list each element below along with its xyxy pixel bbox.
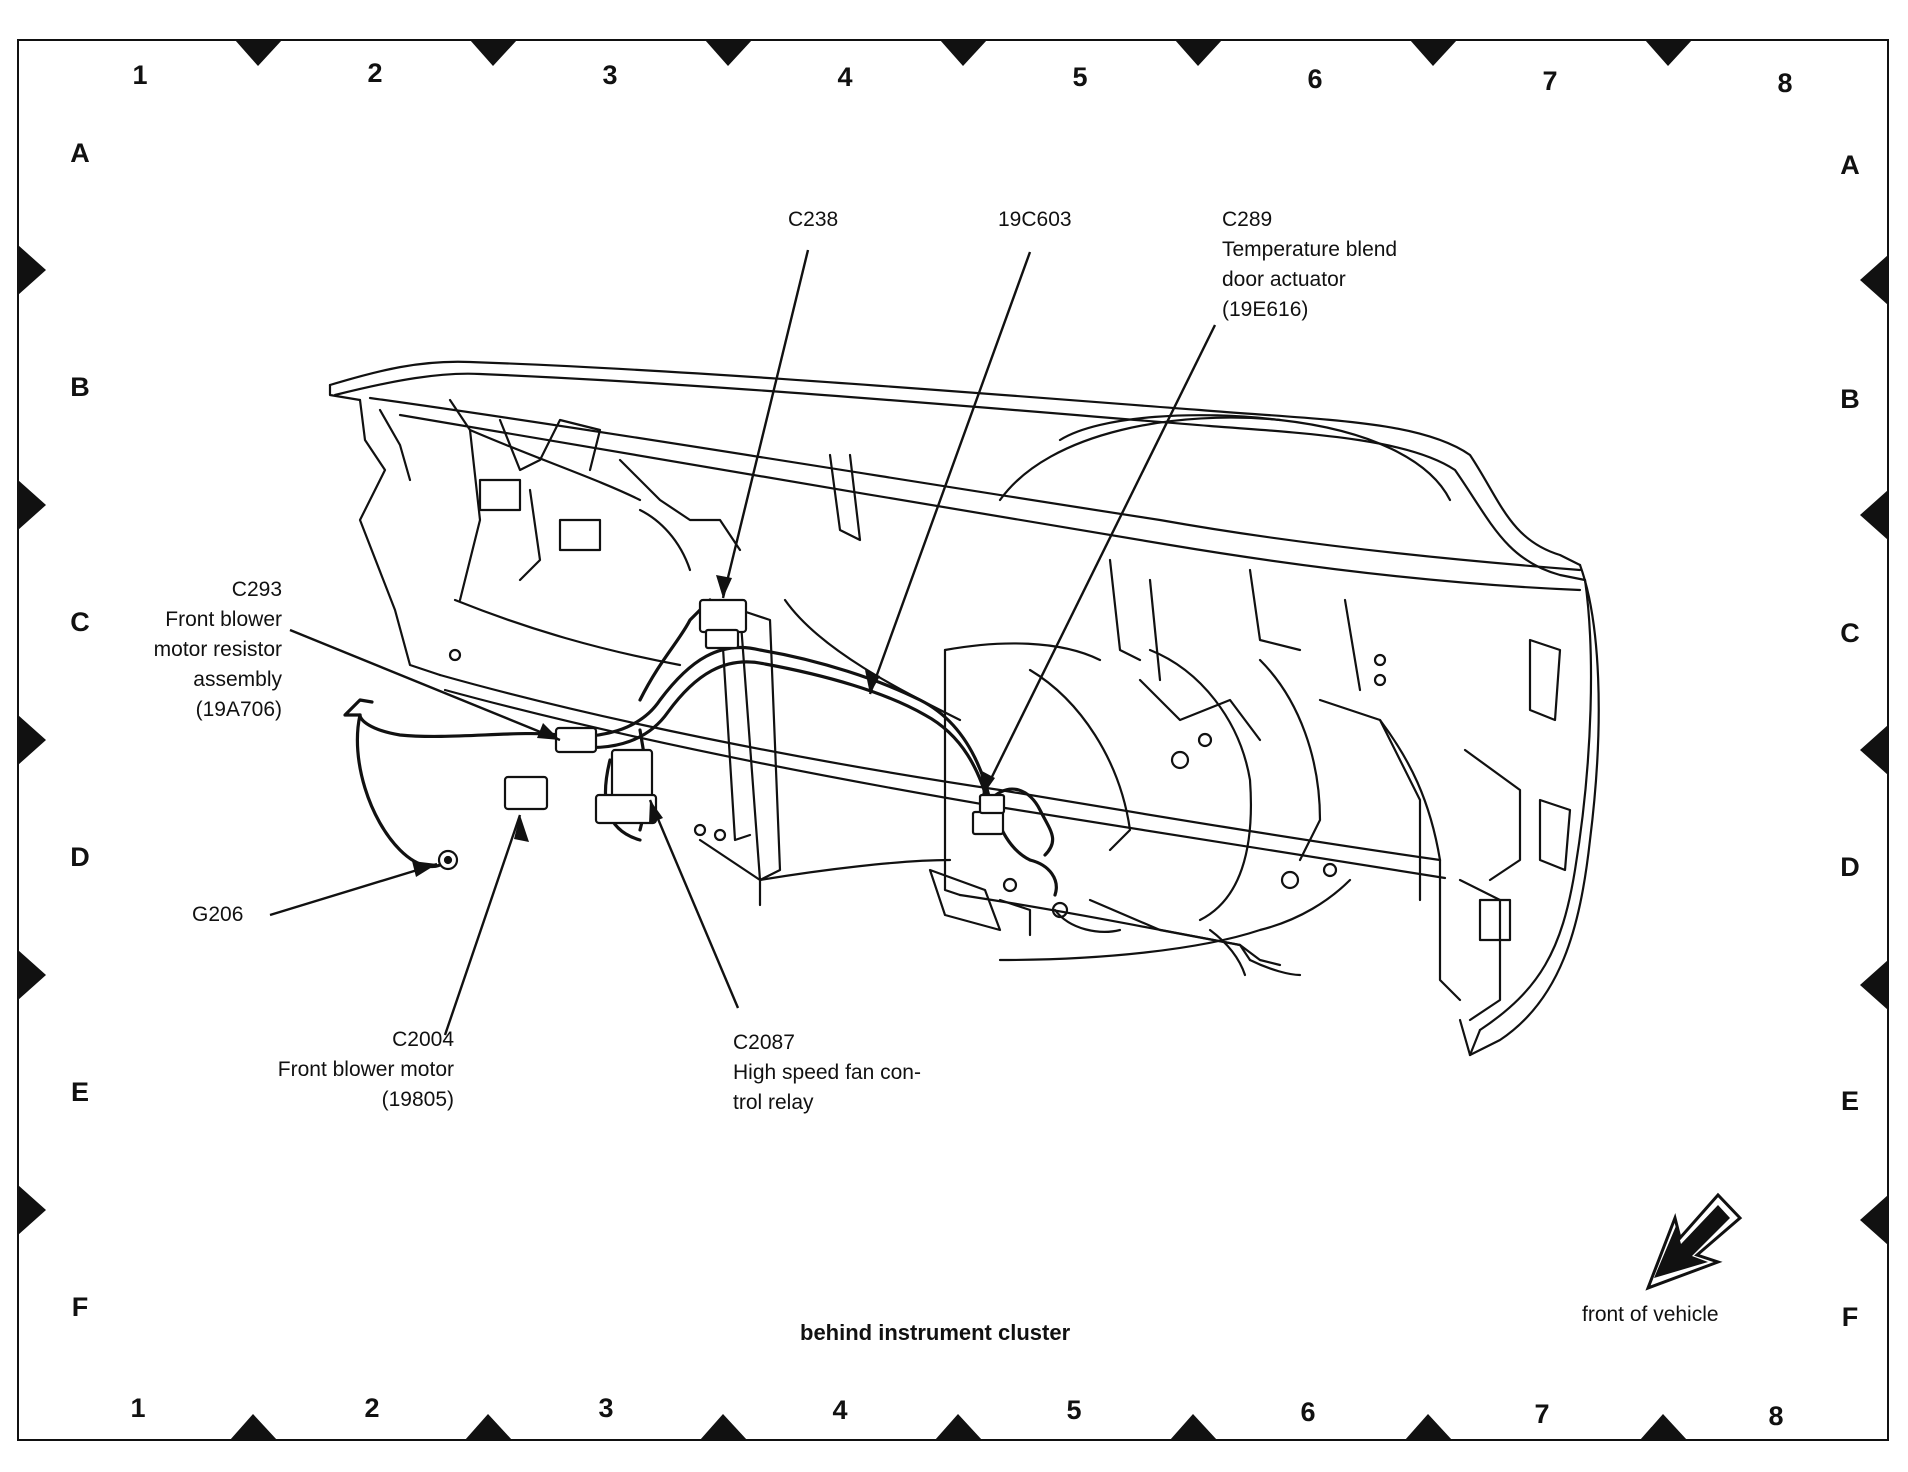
- grid-row-e-right: E: [1840, 1086, 1859, 1116]
- grid-col-1-bottom: 1: [130, 1393, 146, 1423]
- grid-col-4-top: 4: [837, 62, 853, 92]
- leader-c293: [289, 628, 561, 742]
- label-c2004: C2004 Front blower motor (19805): [240, 1025, 454, 1115]
- instrument-panel: [328, 360, 1600, 1057]
- grid-col-7-top: 7: [1542, 66, 1558, 96]
- label-c293-line-1: C293: [231, 578, 282, 601]
- page-border: [17, 39, 1889, 1441]
- grid-row-b-right: B: [1840, 384, 1860, 414]
- grid-row-a-left: A: [70, 138, 90, 168]
- grid-col-5-bottom: 5: [1066, 1395, 1082, 1425]
- leader-19c603: [868, 251, 1032, 695]
- grid-col-4-bottom: 4: [832, 1395, 848, 1425]
- grid-col-3-top: 3: [602, 60, 618, 90]
- label-c289-line-2: Temperature blend: [1222, 238, 1398, 261]
- grid-row-e-left: E: [70, 1077, 89, 1107]
- grid-col-8-top: 8: [1777, 68, 1793, 98]
- grid-col-2-top: 2: [367, 58, 383, 88]
- leader-c289: [981, 324, 1217, 796]
- label-c293-line-5: (19A706): [195, 698, 282, 721]
- leader-c2004: [443, 814, 522, 1036]
- label-c238: C238: [788, 205, 838, 235]
- grid-col-6-bottom: 6: [1300, 1397, 1316, 1427]
- connector-c2004: [503, 775, 549, 811]
- label-c2004-line-2: Front blower motor: [277, 1058, 454, 1081]
- label-c289-line-1: C289: [1222, 208, 1273, 231]
- connector-c238: [698, 598, 748, 634]
- label-c2087-line-2: High speed fan con-: [733, 1061, 921, 1084]
- grid-row-b-left: B: [70, 372, 90, 402]
- grid-row-f-right: F: [1841, 1302, 1859, 1332]
- grid-row-a-right: A: [1840, 150, 1860, 180]
- connectors: [437, 598, 1006, 871]
- grid-col-8-bottom: 8: [1768, 1401, 1784, 1431]
- leader-arrowheads: [412, 575, 995, 877]
- leader-c2087: [648, 799, 740, 1009]
- diagram-caption: behind instrument cluster: [800, 1320, 1071, 1345]
- grid-row-d-left: D: [70, 842, 90, 872]
- grid-col-5-top: 5: [1072, 62, 1088, 92]
- right-grid-ticks: [1860, 255, 1888, 1245]
- connector-c289: [971, 810, 1005, 836]
- label-c2087: C2087 High speed fan con- trol relay: [733, 1028, 921, 1118]
- label-c289: C289 Temperature blend door actuator (19…: [1222, 205, 1397, 325]
- grid-row-c-right: C: [1840, 618, 1860, 648]
- label-c289-line-4: (19E616): [1222, 298, 1309, 321]
- grid-row-d-right: D: [1840, 852, 1860, 882]
- left-grid-ticks: [18, 245, 46, 1235]
- grid-col-3-bottom: 3: [598, 1393, 614, 1423]
- grid-col-7-bottom: 7: [1534, 1399, 1550, 1429]
- connector-c293: [554, 726, 598, 754]
- leader-g206: [269, 862, 438, 917]
- label-c293-line-4: assembly: [193, 668, 282, 691]
- label-c293-line-3: motor resistor: [153, 638, 282, 661]
- leader-lines: [269, 249, 1217, 1036]
- bottom-grid-ticks: [230, 1414, 1687, 1440]
- grid-row-c-left: C: [70, 607, 90, 637]
- label-19c603-line-1: 19C603: [998, 208, 1072, 231]
- grid-col-6-top: 6: [1307, 64, 1323, 94]
- label-19c603: 19C603: [998, 205, 1072, 235]
- label-c289-line-3: door actuator: [1222, 268, 1346, 291]
- front-of-vehicle-arrow: [1645, 1192, 1743, 1291]
- label-c238-line-1: C238: [788, 208, 839, 231]
- label-c293: C293 Front blower motor resistor assembl…: [110, 575, 282, 725]
- connector-c2087: [610, 748, 654, 800]
- label-g206: G206: [192, 900, 243, 930]
- grid-row-f-left: F: [71, 1292, 89, 1322]
- label-g206-line-1: G206: [192, 903, 244, 926]
- label-c293-line-2: Front blower: [165, 608, 282, 631]
- grid-col-1-top: 1: [132, 60, 148, 90]
- label-c2087-line-3: trol relay: [733, 1091, 814, 1114]
- label-c2004-line-3: (19805): [381, 1088, 454, 1111]
- label-c2004-line-1: C2004: [392, 1028, 454, 1051]
- label-c2087-line-1: C2087: [733, 1031, 795, 1054]
- leader-c238: [721, 249, 810, 599]
- orientation-label: front of vehicle: [1582, 1303, 1719, 1326]
- top-grid-ticks: [235, 40, 1692, 66]
- grid-col-2-bottom: 2: [364, 1393, 380, 1423]
